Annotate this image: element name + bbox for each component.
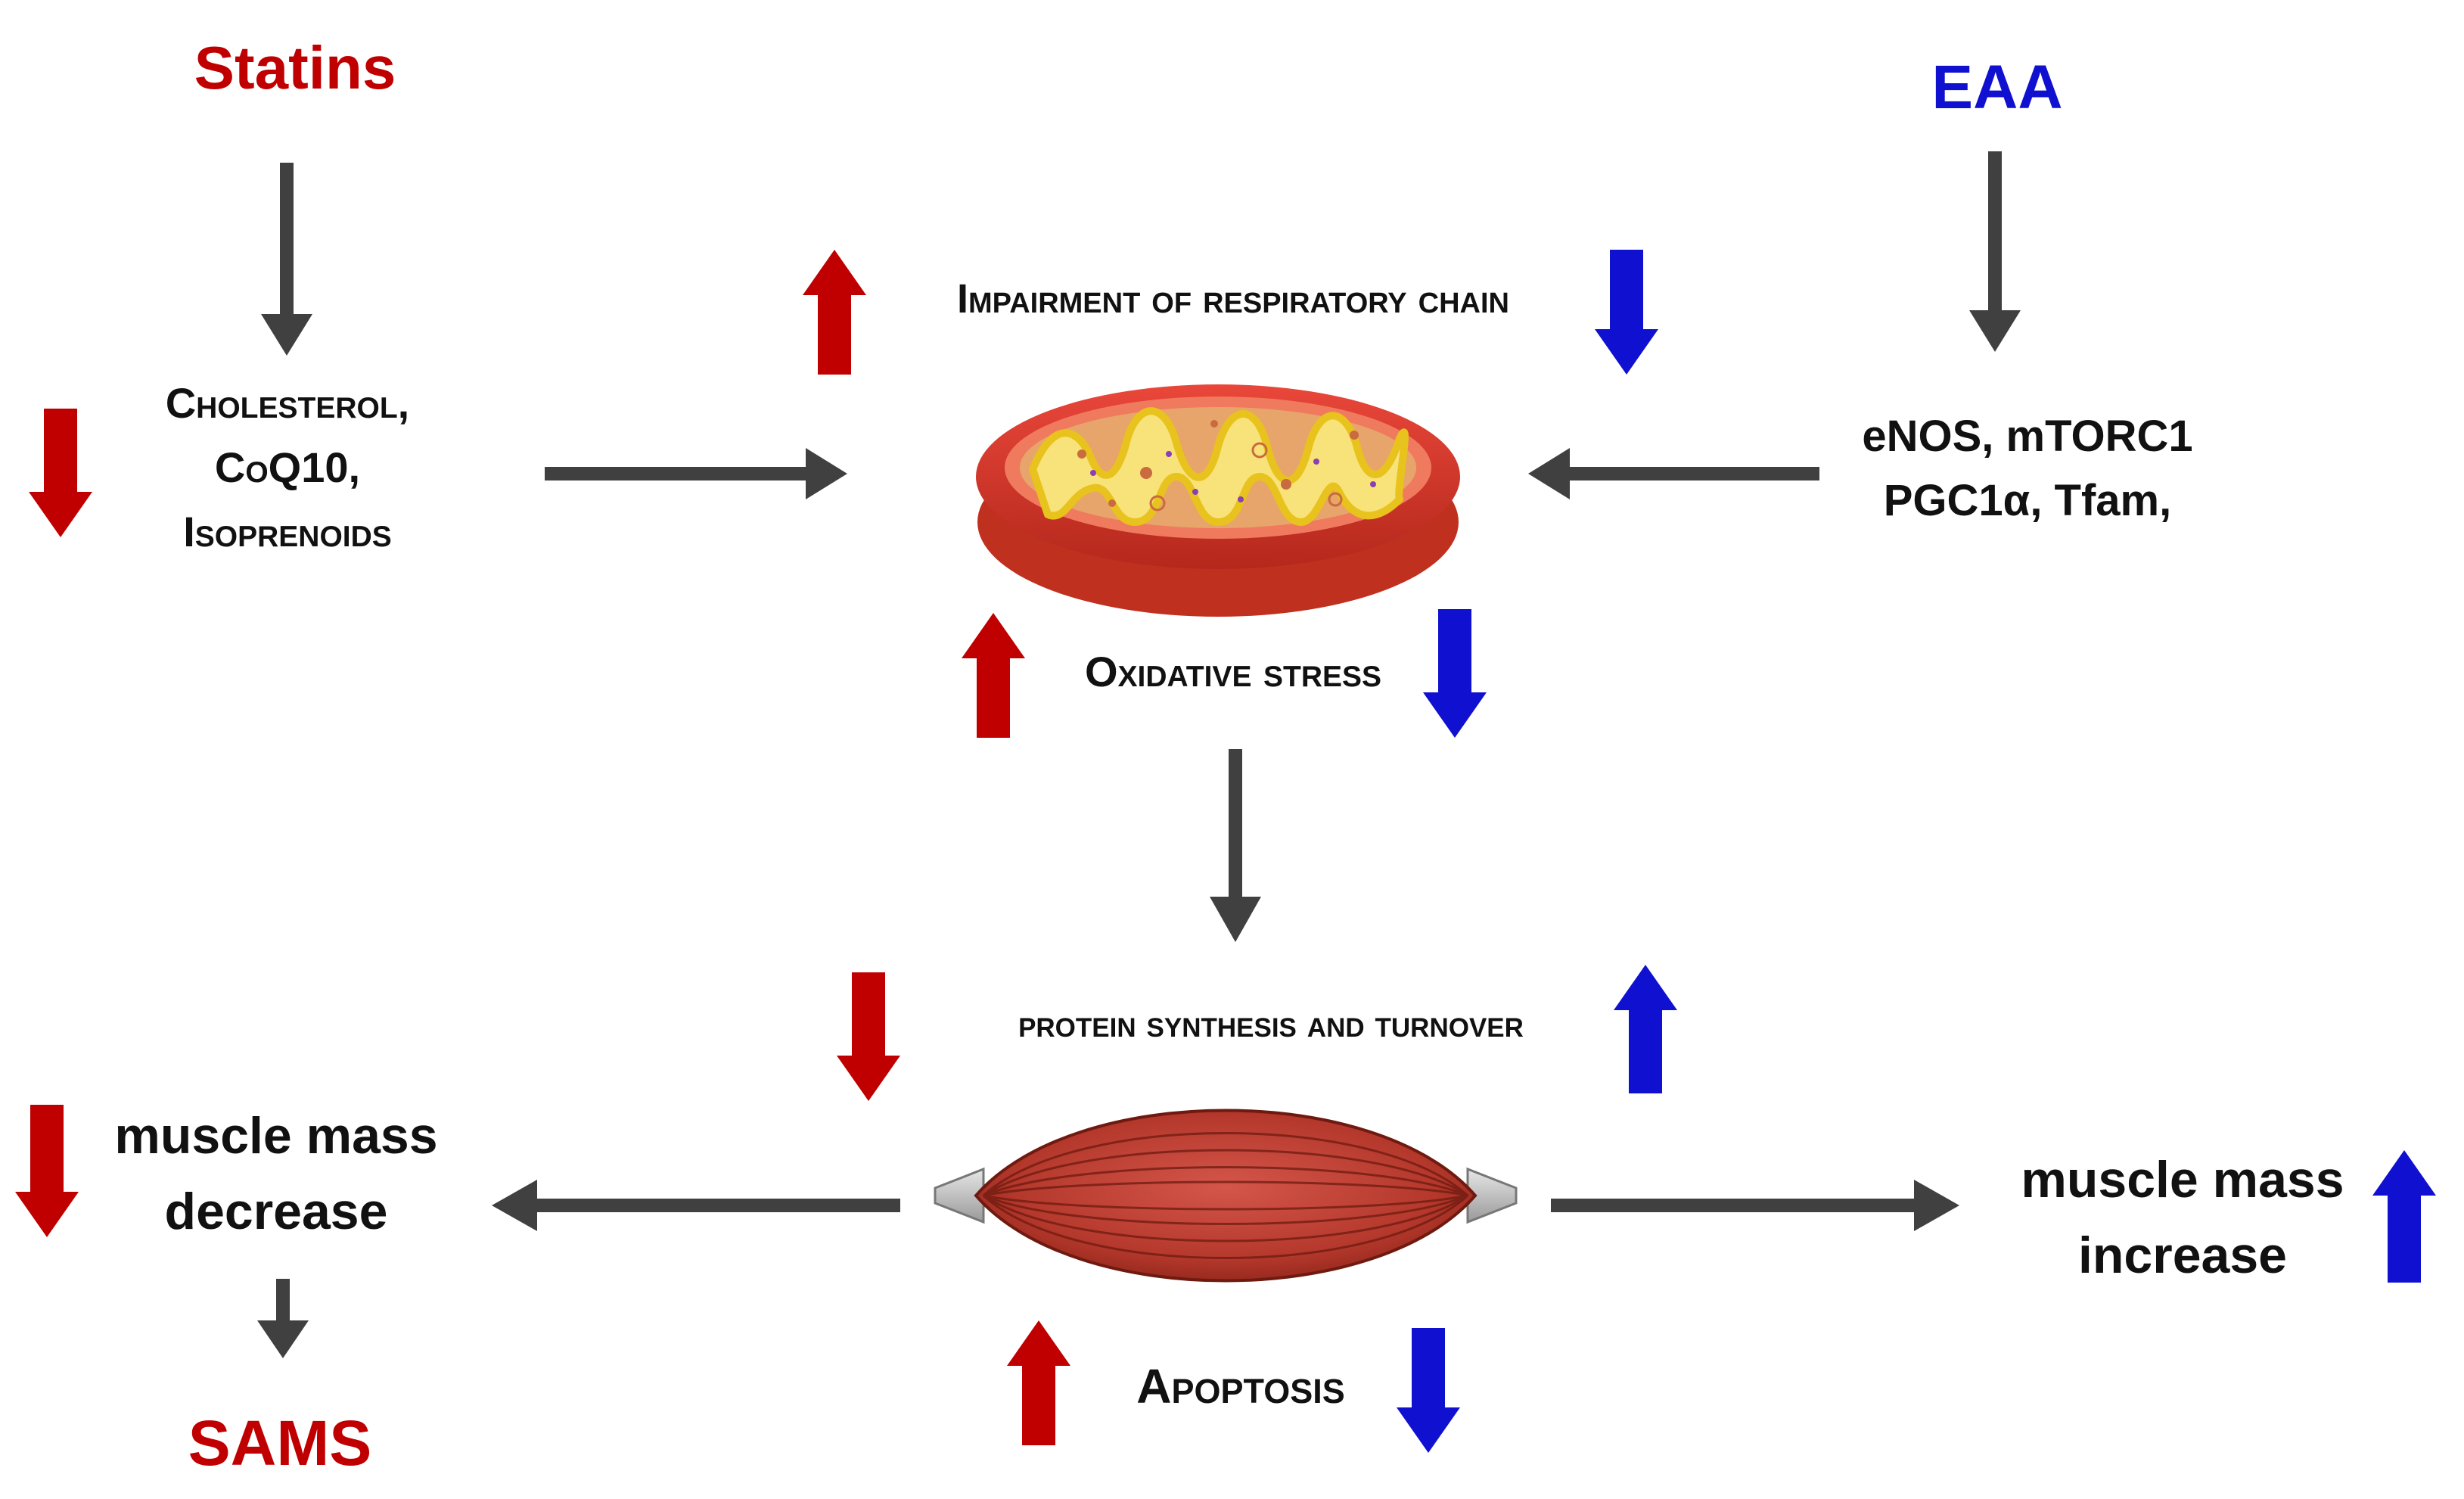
eaa-effect-pgc1a-tfam: PGC1α, Tfam,	[1883, 476, 2172, 525]
statins-effect-isoprenoids: Isoprenoids	[183, 508, 392, 555]
protein-down-arrow-icon	[837, 972, 900, 1101]
muscle-decrease-label-2: decrease	[164, 1183, 388, 1240]
statins-effect-cholesterol: Cholesterol,	[165, 379, 410, 427]
respiratory-down-arrow-icon	[1595, 250, 1658, 375]
muscle-decrease-label-1: muscle mass	[114, 1107, 438, 1165]
mitochondrion-icon	[976, 384, 1460, 617]
oxidative-up-arrow-icon	[962, 613, 1025, 738]
eaa-effect-enos-mtorc1: eNOS, mTORC1	[1862, 412, 2193, 461]
sams-outcome: SAMS	[188, 1407, 372, 1479]
muscle-icon	[934, 1109, 1518, 1283]
respiratory-chain-label: Impairment of respiratory chain	[957, 276, 1509, 322]
apoptosis-label: Apoptosis	[1136, 1359, 1345, 1413]
respiratory-up-arrow-icon	[803, 250, 866, 375]
statins-title: Statins	[194, 34, 396, 101]
oxidative-stress-label: Oxidative stress	[1084, 648, 1382, 695]
muscle-increase-up-arrow-icon	[2372, 1150, 2436, 1283]
flow-arrow-icon	[257, 151, 2021, 1358]
muscle-increase-label-1: muscle mass	[2021, 1151, 2344, 1208]
apoptosis-up-arrow-icon	[1007, 1320, 1070, 1445]
protein-up-arrow-icon	[1614, 965, 1677, 1093]
statins-effect-coq10: CoQ10,	[214, 443, 361, 491]
eaa-title: EAA	[1931, 53, 2063, 122]
protein-synthesis-label: protein synthesis and turnover	[1018, 1003, 1524, 1045]
apoptosis-down-arrow-icon	[1397, 1328, 1460, 1453]
cholesterol-down-arrow-icon	[29, 409, 92, 537]
muscle-increase-label-2: increase	[2078, 1227, 2287, 1284]
oxidative-down-arrow-icon	[1423, 609, 1487, 738]
muscle-decrease-down-arrow-icon	[15, 1105, 79, 1237]
